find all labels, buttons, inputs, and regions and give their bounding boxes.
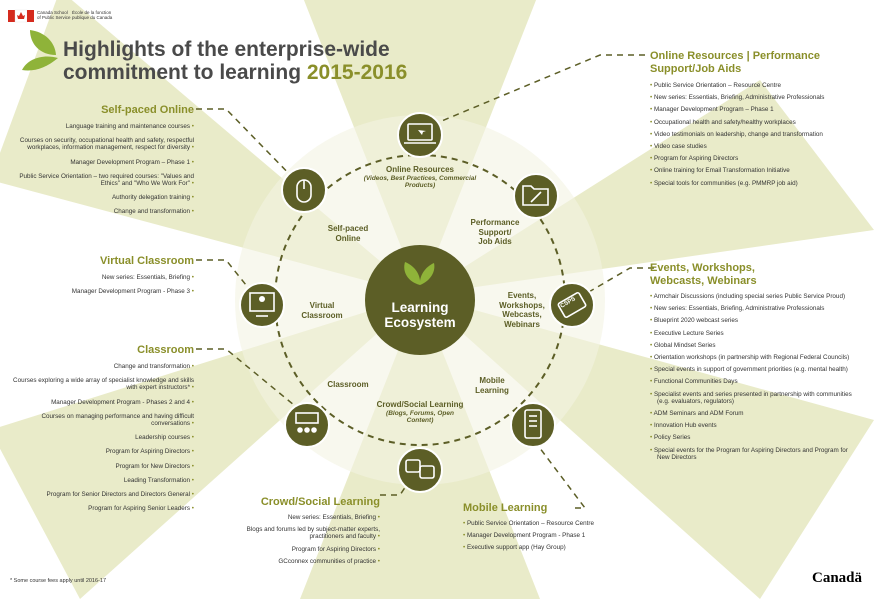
canada-wordmark: Canadä: [812, 570, 863, 586]
ticket-icon: [557, 292, 587, 318]
list-item: Program for Senior Directors and Directo…: [8, 491, 194, 498]
list-item: Program for Aspiring Directors: [8, 448, 194, 455]
list-item: ADM Seminars and ADM Forum: [650, 410, 860, 417]
list-item: Public Service Orientation – Resource Ce…: [650, 82, 860, 89]
list-item: New series: Essentials, Briefing: [230, 514, 380, 521]
list-item: Program for Aspiring Directors: [650, 155, 860, 162]
center-circle: [365, 245, 475, 355]
mobile-node: [510, 402, 556, 448]
virtual-node: [239, 282, 285, 328]
section-title: Online Resources | Performance Support/J…: [650, 50, 820, 75]
list-item: Program for Aspiring Directors: [230, 546, 380, 553]
folder-tools-icon: [522, 185, 549, 206]
ring-label-classroom: Classroom: [327, 380, 369, 389]
section-title: Mobile Learning: [463, 502, 548, 514]
list-item: Special tools for communities (e.g. PMMR…: [650, 180, 860, 187]
classroom-node: [284, 402, 330, 448]
list-item: Leading Transformation: [8, 477, 194, 484]
list-item: Blueprint 2020 webcast series: [650, 317, 860, 324]
classroom-icon: [295, 412, 319, 433]
ring-label-events: Events,Workshops,Webcasts,Webinars: [499, 291, 545, 329]
list-item: New series: Essentials, Briefing, Admini…: [650, 305, 860, 312]
section-virtual: Virtual Classroom New series: Essentials…: [8, 255, 194, 302]
section-title: Classroom: [137, 344, 194, 356]
list-item: Leadership courses: [8, 434, 194, 441]
header-leaves-icon: [22, 30, 58, 71]
section-mobile: Mobile Learning Public Service Orientati…: [463, 502, 638, 557]
list-item: Occupational health and safety/healthy w…: [650, 119, 860, 126]
center-leaves-icon: [404, 262, 435, 285]
list-item: Executive support app (Hay Group): [463, 544, 638, 551]
section-crowd: Crowd/Social Learning New series: Essent…: [230, 496, 380, 570]
list-item: Video testimonials on leadership, change…: [650, 131, 860, 138]
events-node: [549, 282, 595, 328]
list-item: Change and transformation: [8, 363, 194, 370]
list-item: New series: Essentials, Briefing, Admini…: [650, 94, 860, 101]
list-item: GCconnex communities of practice: [230, 558, 380, 565]
list-item: Orientation workshops (in partnership wi…: [650, 354, 860, 361]
list-item: Specialist events and series presented i…: [650, 391, 860, 405]
list-item: Authority delegation training: [8, 194, 194, 201]
section-online-resources: Online Resources | Performance Support/J…: [650, 50, 860, 192]
list-item: Manager Development Program – Phase 1: [8, 159, 194, 166]
phone-icon: [524, 409, 542, 439]
canada-flag-icon: [8, 9, 34, 23]
ring-label-crowd: Crowd/Social Learning (Blogs, Forums, Op…: [376, 400, 464, 424]
list-item: Courses on security, occupational health…: [8, 137, 194, 151]
ring-label-online: Online Resources (Videos, Best Practices…: [363, 165, 477, 189]
list-item: Manager Development Program – Phase 1: [650, 106, 860, 113]
chat-bubbles-icon: [405, 459, 435, 479]
list-item: Armchair Discussions (including special …: [650, 293, 860, 300]
section-title: Virtual Classroom: [100, 255, 194, 267]
list-item: Courses on managing performance and havi…: [8, 413, 195, 427]
list-item: Executive Lecture Series: [650, 330, 860, 337]
list-item: Public Service Orientation – Resource Ce…: [463, 520, 638, 527]
laptop-icon: [404, 123, 436, 144]
list-item: Special events for the Program for Aspir…: [650, 447, 860, 461]
page-title: Highlights of the enterprise-wide commit…: [63, 38, 408, 84]
section-classroom: Classroom Change and transformation Cour…: [8, 344, 194, 519]
list-item: New series: Essentials, Briefing: [8, 274, 194, 281]
list-item: Program for New Directors: [8, 463, 194, 470]
list-item: Language training and maintenance course…: [8, 123, 194, 130]
list-item: Online training for Email Transformation…: [650, 167, 860, 174]
list-item: Manager Development Program - Phase 3: [8, 288, 194, 295]
list-item: Innovation Hub events: [650, 422, 860, 429]
list-item: Manager Development Program - Phases 2 a…: [8, 399, 194, 406]
mouse-icon: [296, 179, 312, 203]
section-self-paced: Self-paced Online Language training and …: [8, 104, 194, 223]
list-item: Courses exploring a wide array of specia…: [8, 377, 194, 391]
section-title: Crowd/Social Learning: [260, 496, 380, 508]
monitor-person-icon: [249, 292, 275, 317]
list-item: Global Mindset Series: [650, 342, 860, 349]
selfpaced-node: [281, 167, 327, 213]
section-title: Events, Workshops, Webcasts, Webinars: [650, 262, 757, 287]
list-item: Change and transformation: [8, 208, 194, 215]
section-events: Events, Workshops, Webcasts, Webinars Ar…: [650, 262, 860, 466]
list-item: Blogs and forums led by subject-matter e…: [230, 526, 380, 540]
section-title: Self-paced Online: [101, 104, 194, 116]
list-item: Policy Series: [650, 434, 860, 441]
list-item: Manager Development Program - Phase 1: [463, 532, 638, 539]
list-item: Program for Aspiring Senior Leaders: [8, 505, 194, 512]
list-item: Special events in support of government …: [650, 366, 860, 373]
list-item: Video case studies: [650, 143, 860, 150]
list-item: Public Service Orientation – two require…: [8, 173, 194, 187]
connector-lines: [196, 54, 654, 509]
list-item: Functional Communities Days: [650, 378, 860, 385]
online-node: [397, 112, 443, 158]
footnote: * Some course fees apply until 2016-17: [10, 578, 107, 584]
